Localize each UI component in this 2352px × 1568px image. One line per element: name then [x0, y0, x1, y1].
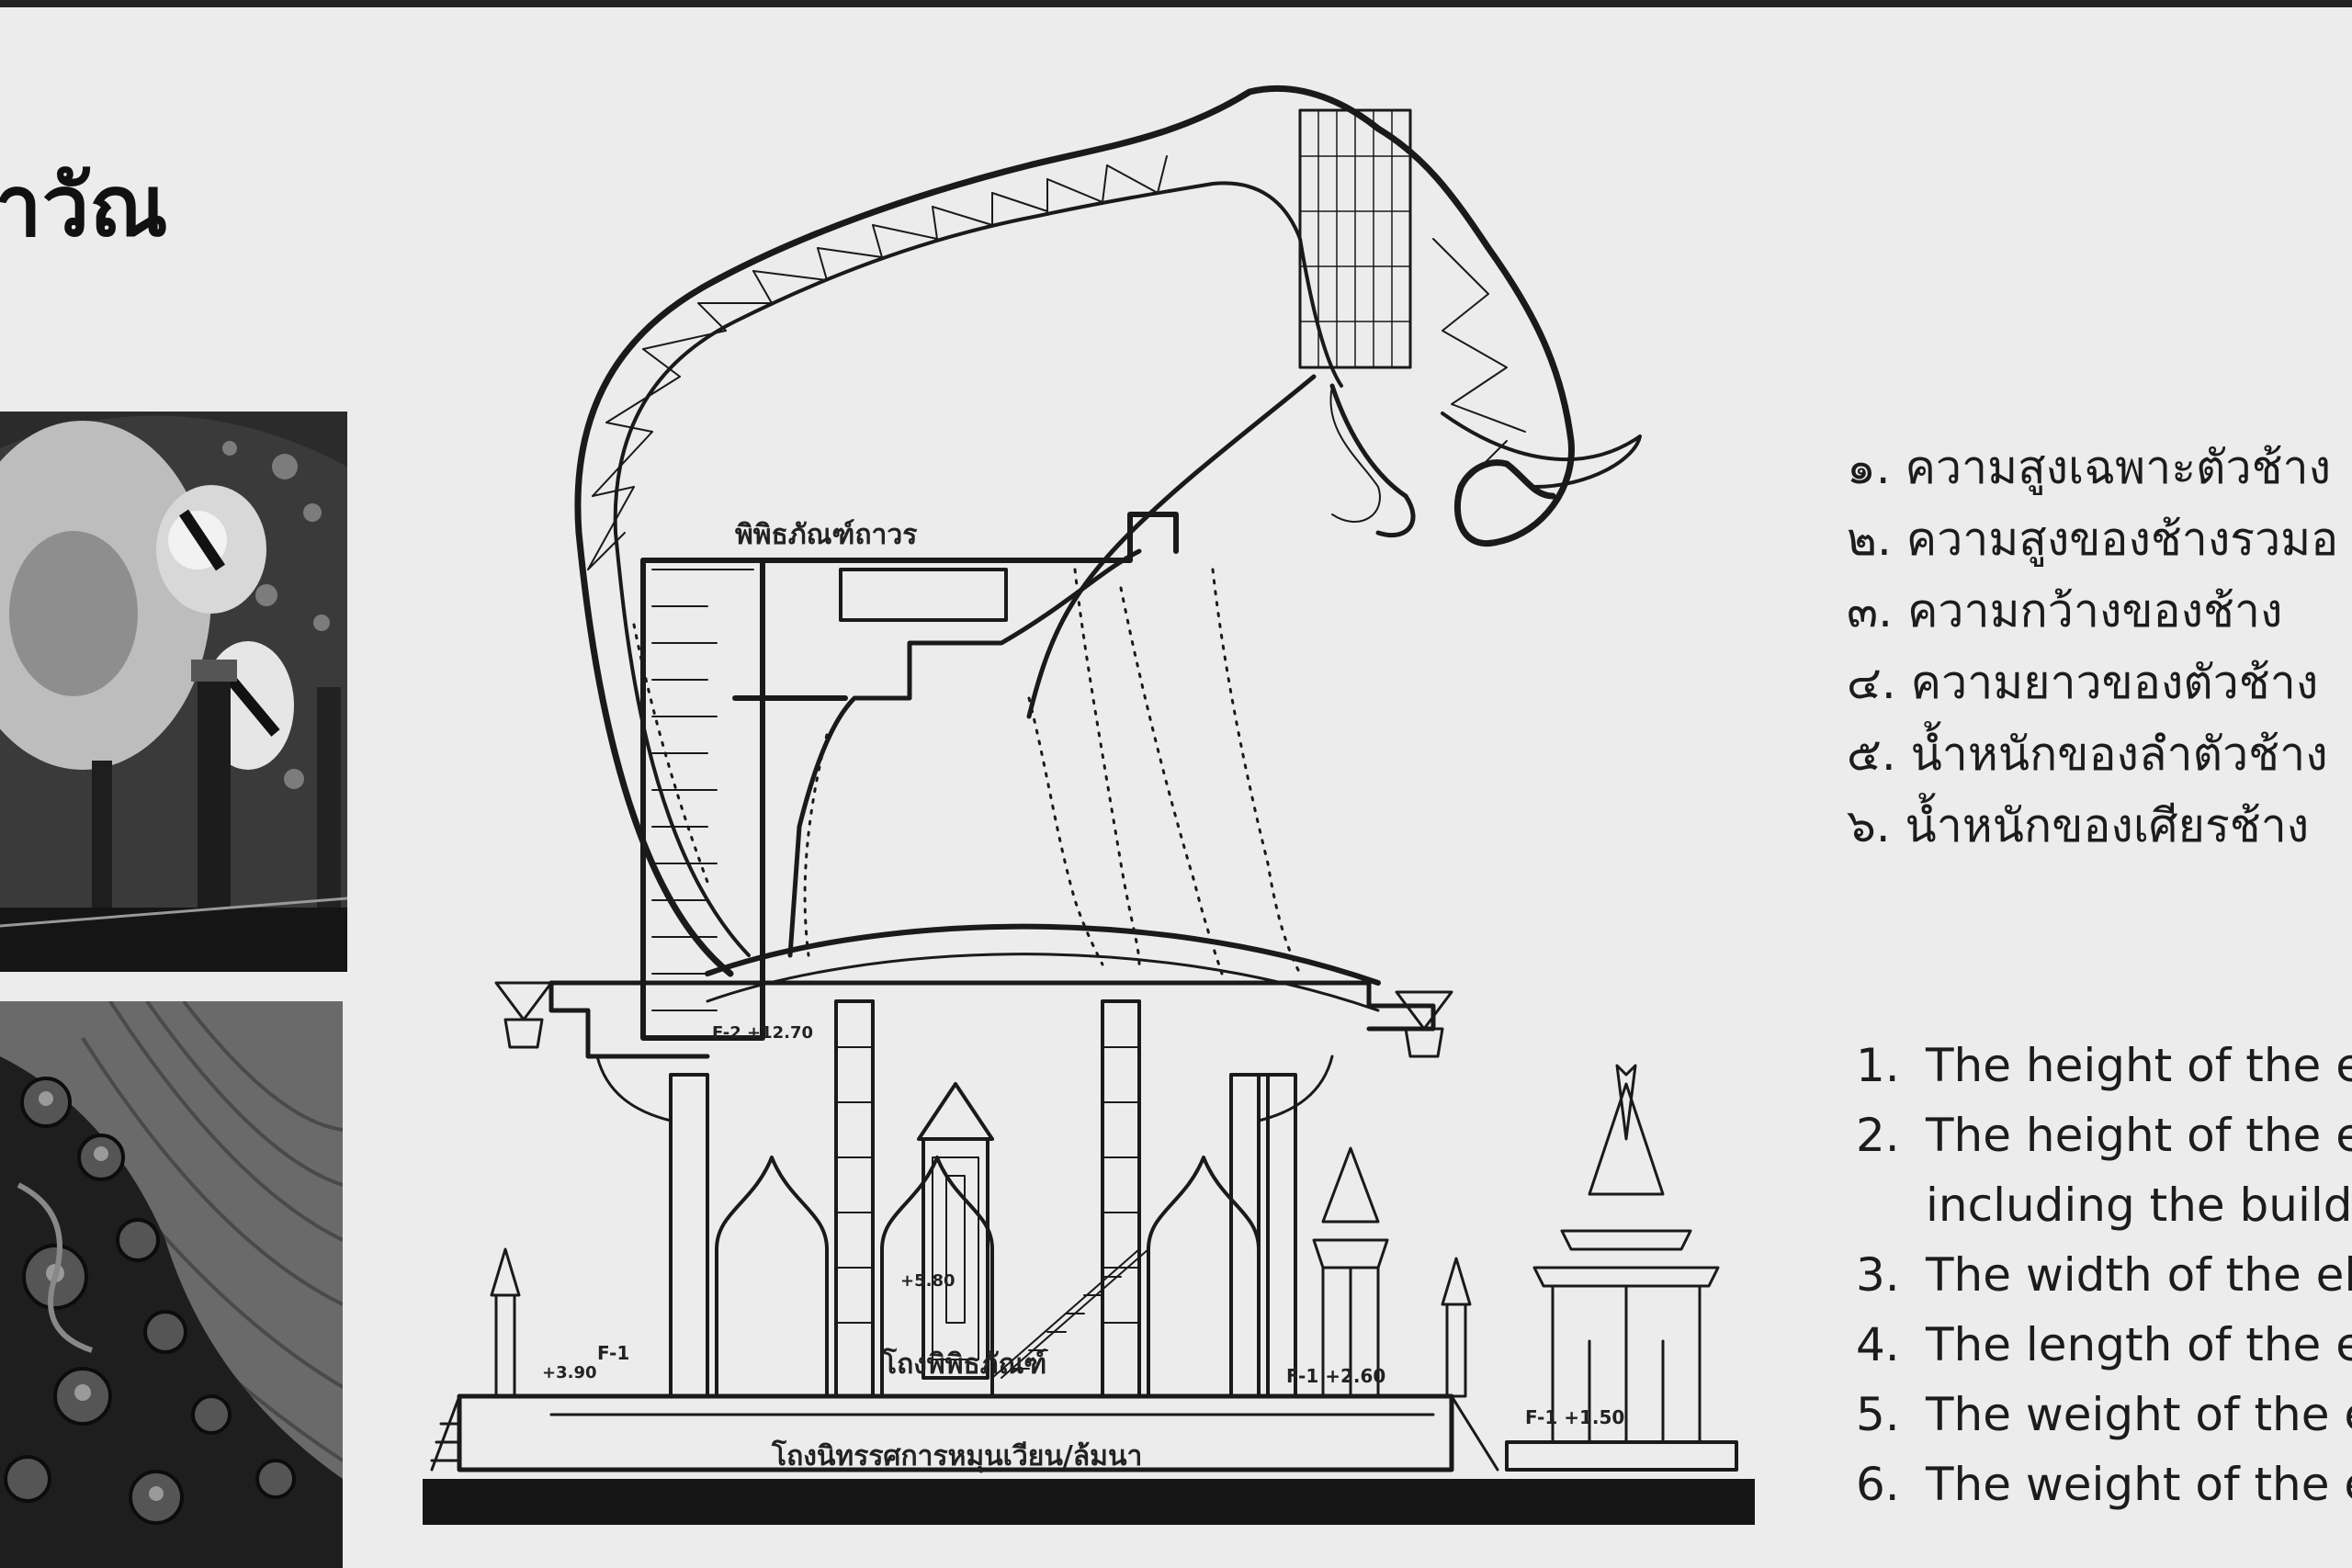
legend-english-continuation: including the buildi [1856, 1170, 2352, 1240]
legend-thai-item: ๑. ความสูงเฉพาะตัวช้าง [1847, 441, 2332, 494]
label-level-f1-150: F-1 +1.50 [1525, 1406, 1624, 1428]
legend-thai-item: ๕. น้ำหนักของลำตัวช้าง [1847, 728, 2328, 781]
elephant-outline [574, 85, 1575, 977]
label-level-390: +3.90 [542, 1363, 597, 1382]
ornament-detail-photo [0, 1001, 343, 1568]
legend-english-item: 6. The weight of the e [1856, 1450, 2352, 1519]
label-permanent-museum: พิพิธภัณฑ์ถาวร [735, 519, 917, 551]
label-level-580: +5.80 [900, 1271, 956, 1291]
label-level-f2: F-2 +12.70 [712, 1023, 813, 1043]
label-level-f1: F-1 [597, 1342, 629, 1364]
legend-english-number: 4. [1856, 1318, 1900, 1371]
label-museum-hall: โถงพิพิธภัณฑ์ [881, 1347, 1046, 1381]
legend-english-item: 3. The width of the el [1856, 1240, 2352, 1310]
legend-english-text: The weight of the e [1926, 1388, 2352, 1441]
legend-thai-item: ๖. น้ำหนักของเศียรช้าง [1847, 799, 2310, 852]
legend-english-text: The length of the e [1926, 1318, 2352, 1371]
legend-thai-item: ๓. ความกว้างของช้าง [1847, 584, 2283, 637]
legend-english-number: 6. [1856, 1458, 1900, 1511]
legend-thai-item: ๒. ความสูงของช้างรวมอ [1847, 513, 2339, 566]
legend-english-text: The width of the el [1926, 1248, 2352, 1302]
legend-english-item: 4. The length of the e [1856, 1310, 2352, 1380]
elephant-building-section-drawing: พิพิธภัณฑ์ถาวร โถงพิพิธภัณฑ์ โถงนิทรรศกา… [423, 85, 1755, 1525]
label-level-f1-260: F-1 +2.60 [1286, 1365, 1385, 1387]
legend-english-item: 1. The height of the el [1856, 1031, 2352, 1100]
legend-english-list: 1. The height of the el 2. The height of… [1856, 1031, 2352, 1519]
legend-english-number: 5. [1856, 1388, 1900, 1441]
legend-english-text: The weight of the e [1926, 1458, 2352, 1511]
museum-interior-photo [0, 412, 347, 972]
legend-english-text: The height of the el [1926, 1109, 2352, 1162]
legend-thai-item: ๔. ความยาวของตัวช้าง [1847, 656, 2319, 709]
legend-english-text: The height of the el [1926, 1039, 2352, 1092]
legend-english-number: 2. [1856, 1109, 1900, 1162]
label-rotating-exhibition-hall: โถงนิทรรศการหมุนเวียน/ล้มนา [771, 1438, 1142, 1473]
panel-top-edge [0, 0, 2352, 7]
legend-english-text: including the buildi [1926, 1179, 2352, 1232]
legend-english-number: 3. [1856, 1248, 1900, 1302]
legend-thai-list: ๑. ความสูงเฉพาะตัวช้าง ๒. ความสูงของช้าง… [1847, 432, 2338, 862]
legend-english-item: 5. The weight of the e [1856, 1380, 2352, 1450]
legend-english-item: 2. The height of the el [1856, 1100, 2352, 1170]
page-heading: าวัณ [0, 157, 168, 255]
legend-english-number: 1. [1856, 1039, 1900, 1092]
